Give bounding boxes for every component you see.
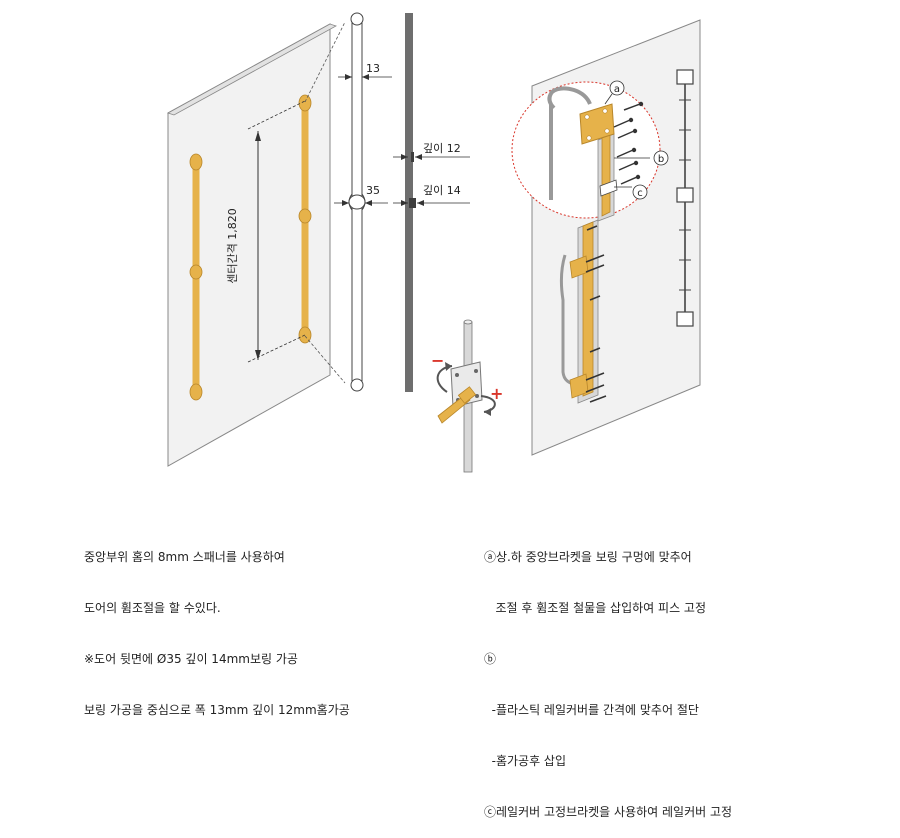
callout-c-letter: c — [637, 188, 643, 199]
callout-b-circle — [653, 150, 669, 166]
note-left-line-1: 중앙부위 홈의 8mm 스패너를 사용하여 — [84, 550, 285, 564]
depth-14-dimension: 깊이 14 — [393, 184, 470, 206]
note-left-line-2: 도어의 휨조절을 할 수있다. — [84, 601, 221, 615]
installation-diagram: 센터간격 1,820 13 35 — [167, 12, 701, 473]
width-35-label: 35 — [366, 184, 380, 197]
handle-bar-profile — [348, 12, 366, 392]
screws — [585, 225, 607, 403]
callout-a-circle — [609, 80, 625, 96]
note-right-line-1: ⓐ상.하 중앙브라켓을 보링 구멍에 맞추어 — [484, 550, 692, 564]
rotate-right-arrow-icon — [484, 408, 491, 416]
note-left-line-4: 보링 가공을 중심으로 폭 13mm 깊이 12mm홈가공 — [84, 703, 350, 717]
minus-symbol: − — [431, 351, 444, 370]
plus-symbol: + — [490, 384, 503, 403]
callout-b-letter: b — [658, 154, 664, 165]
center-spacing-dimension: 센터간격 1,820 — [226, 100, 306, 363]
note-right-line-5: -홈가공후 삽입 — [484, 754, 567, 768]
depth-12-dimension: 깊이 12 — [393, 142, 470, 160]
handle-back — [298, 94, 312, 344]
note-right-line-3: ⓑ — [484, 652, 497, 666]
note-right-line-2: 조절 후 휨조절 철물을 삽입하여 피스 고정 — [484, 601, 707, 615]
rotate-left-arrow-icon — [445, 362, 452, 371]
depth-14-label: 깊이 14 — [423, 184, 461, 197]
edge-bracket-top — [676, 69, 694, 85]
door-edge-section — [405, 13, 416, 392]
notes-right: ⓐ상.하 중앙브라켓을 보링 구멍에 맞추어 조절 후 휨조절 철물을 삽입하여… — [484, 515, 732, 838]
note-left-line-3: ※도어 뒷면에 Ø35 깊이 14mm보링 가공 — [84, 652, 298, 666]
edge-bracket-middle — [676, 187, 694, 203]
callout-c-circle — [632, 184, 648, 200]
edge-bracket-bottom — [676, 311, 694, 327]
width-13-label: 13 — [366, 62, 380, 75]
center-spacing-label: 센터간격 1,820 — [226, 208, 239, 283]
door-panel-left — [167, 23, 337, 467]
note-right-line-6: ⓒ레일커버 고정브라켓을 사용하여 레일커버 고정 — [484, 805, 733, 819]
notes-left: 중앙부위 홈의 8mm 스패너를 사용하여 도어의 휨조절을 할 수있다. ※도… — [84, 515, 350, 736]
callout-a-letter: a — [614, 84, 620, 95]
rail-assembly — [559, 219, 607, 404]
width-13-dimension: 13 — [338, 62, 392, 80]
adjustment-detail: − + — [431, 319, 503, 473]
edge-rail-right — [676, 69, 694, 327]
width-35-dimension: 35 — [334, 184, 388, 206]
projection-lines — [304, 21, 346, 384]
depth-12-label: 깊이 12 — [423, 142, 461, 155]
magnified-callout: a b c — [511, 80, 669, 222]
note-right-line-4: -플라스틱 레일커버를 간격에 맞추어 절단 — [484, 703, 699, 717]
handle-front — [189, 153, 203, 401]
